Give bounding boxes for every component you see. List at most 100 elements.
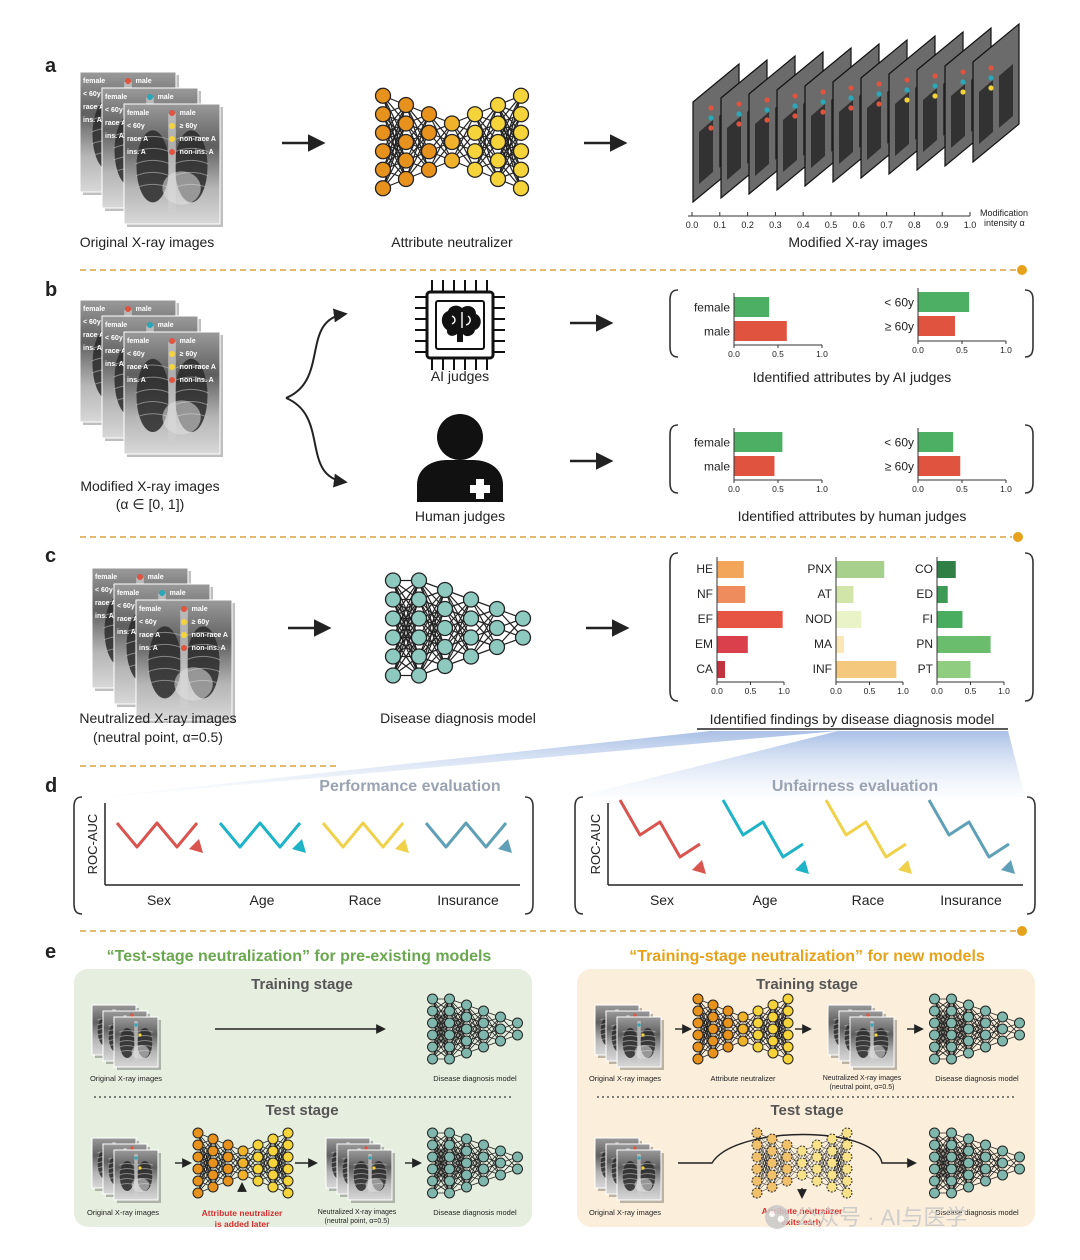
nn-node — [410, 629, 428, 646]
human-doctor-icon — [417, 414, 503, 502]
xray-rib — [639, 1168, 656, 1171]
nn-node — [384, 629, 402, 646]
xray-tag: race A — [127, 136, 148, 143]
bar-tick-label: 0.5 — [956, 345, 968, 355]
nn-node — [722, 1029, 734, 1041]
xray-rib — [370, 1168, 387, 1171]
xray-rib — [639, 1030, 656, 1033]
bar-label: ≥ 60y — [885, 319, 914, 333]
nn-node — [427, 1163, 438, 1175]
xray-heart — [867, 1045, 886, 1059]
nn-edge — [257, 1150, 274, 1182]
bar — [937, 611, 963, 628]
nn-node — [826, 1157, 838, 1169]
nn-edge — [432, 1132, 450, 1170]
nn-edge — [816, 1138, 833, 1182]
nn-edge — [272, 1156, 289, 1188]
nn-edge — [449, 1004, 467, 1048]
nn-edge — [418, 608, 446, 676]
xray-rib — [622, 1040, 639, 1043]
xray-tag: ≥ 60y — [192, 619, 210, 626]
nn-edge — [474, 104, 499, 152]
alpha-tick-label: 0.4 — [797, 220, 810, 230]
nn-edge — [483, 1016, 501, 1048]
nn-node — [980, 1041, 991, 1053]
nn-node — [495, 1157, 506, 1169]
modified-xray-lung — [783, 108, 797, 172]
xray-rib — [147, 631, 183, 637]
modified-xray-dot — [708, 105, 714, 111]
bar-label: male — [704, 459, 730, 473]
nn-node — [692, 1017, 704, 1029]
xray-heart — [162, 171, 201, 205]
nn-edge — [951, 1138, 969, 1182]
nn-node — [478, 1175, 489, 1187]
nn-edge — [772, 1022, 789, 1054]
disease-diagnosis-network — [384, 572, 532, 684]
nn-node — [384, 648, 402, 665]
xray-rib — [147, 667, 183, 673]
nn-node — [461, 1169, 472, 1181]
bracket-d1-left — [73, 796, 83, 915]
xray-tag: race A — [127, 364, 148, 371]
xray-tag: non-race A — [192, 632, 228, 639]
xray-rib — [872, 1035, 889, 1038]
e-right-exits-early-2: exits early — [781, 1217, 823, 1227]
modified-xray-dot — [988, 85, 994, 91]
nn-edge — [831, 1132, 848, 1176]
modified-xray-dot — [792, 93, 798, 99]
nn-node — [512, 143, 530, 160]
nn-edge — [257, 1138, 274, 1170]
plot-group-label: Age — [753, 892, 778, 908]
nn-node — [427, 1029, 438, 1041]
nn-edge — [197, 1162, 214, 1194]
nn-node — [466, 124, 484, 141]
nn-node — [420, 106, 438, 123]
xray-rib — [639, 1163, 656, 1166]
alpha-tick-label: 0.2 — [741, 220, 754, 230]
e-right-train-neutralizer-label: Attribute neutralizer — [710, 1074, 776, 1083]
nn-node — [963, 1023, 974, 1035]
mini-xray-dot — [130, 1146, 134, 1150]
xray-tag: female — [117, 590, 139, 597]
nn-node — [980, 1017, 991, 1029]
mini-xray-dot — [633, 1013, 637, 1017]
xray-rib — [119, 1178, 136, 1181]
nn-node — [478, 1163, 489, 1175]
nn-node — [410, 572, 428, 589]
nn-node — [489, 170, 507, 188]
findings-caption: Identified findings by disease diagnosis… — [710, 711, 995, 727]
nn-node — [489, 115, 507, 132]
nn-node — [478, 1139, 489, 1151]
mini-xray-dot — [368, 1156, 372, 1160]
nn-node — [252, 1175, 264, 1187]
nn-edge — [757, 1004, 774, 1048]
xray-rib — [136, 1173, 153, 1176]
nn-node — [466, 143, 484, 160]
nn-node — [282, 1151, 294, 1163]
nn-node — [427, 993, 438, 1005]
nn-node — [766, 1157, 778, 1169]
nn-node — [826, 1133, 838, 1145]
ai-judges-label: AI judges — [431, 368, 489, 384]
mini-xray-dot — [874, 1033, 878, 1037]
training-stage-neutralization-title: “Training-stage neutralization” for new … — [629, 948, 985, 965]
nn-edge — [418, 589, 446, 638]
modified-xray-dot — [876, 81, 882, 87]
xray-rib — [135, 171, 171, 177]
nn-node — [692, 1053, 704, 1065]
xray-rib — [855, 1040, 872, 1043]
divider-de-dot — [1017, 926, 1027, 936]
nn-node — [466, 161, 484, 178]
nn-node — [374, 180, 392, 197]
xray-tag: male — [158, 94, 174, 101]
nn-edge — [951, 1016, 969, 1060]
nn-node — [766, 1181, 778, 1193]
xray-rib — [622, 1163, 639, 1166]
nn-edge — [405, 113, 430, 161]
mini-xray-dot — [866, 1013, 870, 1017]
nn-node — [461, 1023, 472, 1035]
plot-trend-line — [115, 821, 199, 849]
bar-label: PN — [916, 637, 933, 651]
bar — [918, 456, 961, 476]
